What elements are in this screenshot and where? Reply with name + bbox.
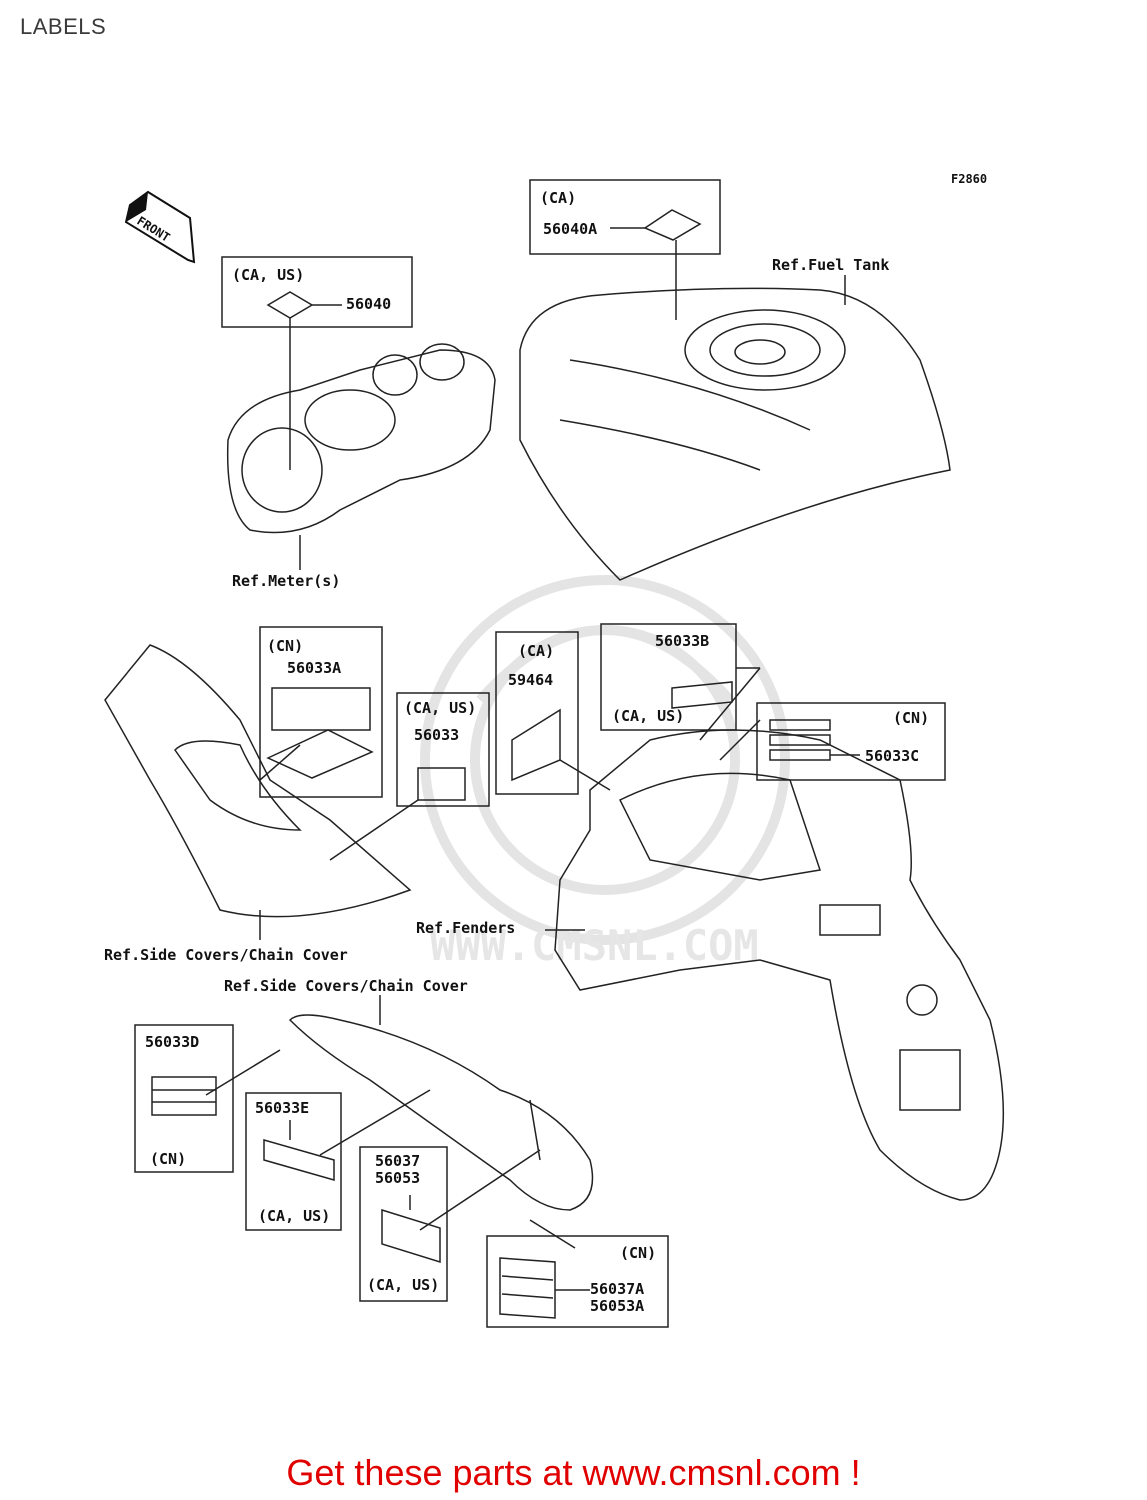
chain-e-region: (CA, US)	[258, 1207, 330, 1225]
chain-37-part2: 56053	[375, 1169, 420, 1187]
side-cn-part: 56033A	[287, 659, 341, 677]
fender-b-region: (CA, US)	[612, 707, 684, 725]
box-56037	[359, 1146, 448, 1302]
fuel-tank	[519, 287, 951, 581]
rear-fender	[554, 729, 1005, 1201]
fender-c-region: (CN)	[893, 709, 929, 727]
meter-label-region: (CA, US)	[232, 266, 304, 284]
box-59464	[495, 631, 579, 795]
box-56033b	[600, 623, 737, 731]
watermark-text: WWW.CMSNL.COM	[430, 921, 759, 970]
chain-37-part1: 56037	[375, 1152, 420, 1170]
meter-cluster	[226, 349, 496, 534]
footer-cta-link[interactable]: Get these parts at www.cmsnl.com !	[286, 1452, 861, 1493]
ref-meters: Ref.Meter(s)	[232, 572, 340, 590]
chain-d-region: (CN)	[150, 1150, 186, 1168]
box-56040	[221, 256, 413, 328]
box-56040a	[529, 179, 721, 255]
watermark	[420, 575, 790, 945]
meter-label-part: 56040	[346, 295, 391, 313]
chain-37a-part2: 56053A	[590, 1297, 644, 1315]
chain-e-part: 56033E	[255, 1099, 309, 1117]
side-cover-upper	[104, 644, 412, 918]
box-56033e	[245, 1092, 342, 1231]
ref-fuel-tank: Ref.Fuel Tank	[772, 256, 889, 274]
side-cn-region: (CN)	[267, 637, 303, 655]
ref-fenders: Ref.Fenders	[416, 919, 515, 937]
page-title: LABELS	[20, 14, 107, 39]
box-56033a	[259, 626, 383, 798]
fuel-tank-label-region: (CA)	[540, 189, 576, 207]
fuel-tank-label-part: 56040A	[543, 220, 597, 238]
fender-ca-part: 59464	[508, 671, 553, 689]
box-56033d	[134, 1024, 234, 1173]
box-56037a	[486, 1235, 669, 1328]
ref-side-covers-upper: Ref.Side Covers/Chain Cover	[104, 946, 348, 964]
fender-b-part: 56033B	[655, 632, 709, 650]
chain-37a-region: (CN)	[620, 1244, 656, 1262]
front-arrow-icon: FRONT	[124, 190, 196, 264]
label-56040-shape	[266, 291, 314, 319]
label-56040a-shape	[643, 209, 702, 241]
chain-37-region: (CA, US)	[367, 1276, 439, 1294]
side-ca-us-part: 56033	[414, 726, 459, 744]
figure-code: F2860	[951, 172, 987, 186]
parts-diagram: WWW.CMSNL.COM F2860 FRONT	[104, 172, 1005, 1328]
fender-ca-region: (CA)	[518, 642, 554, 660]
chain-d-part: 56033D	[145, 1033, 199, 1051]
box-56033c	[756, 702, 946, 781]
box-56033	[396, 692, 490, 807]
ref-side-covers-lower: Ref.Side Covers/Chain Cover	[224, 977, 468, 995]
fender-c-part: 56033C	[865, 747, 919, 765]
chain-37a-part1: 56037A	[590, 1280, 644, 1298]
chain-cover-lower	[288, 1014, 594, 1211]
side-ca-us-region: (CA, US)	[404, 699, 476, 717]
